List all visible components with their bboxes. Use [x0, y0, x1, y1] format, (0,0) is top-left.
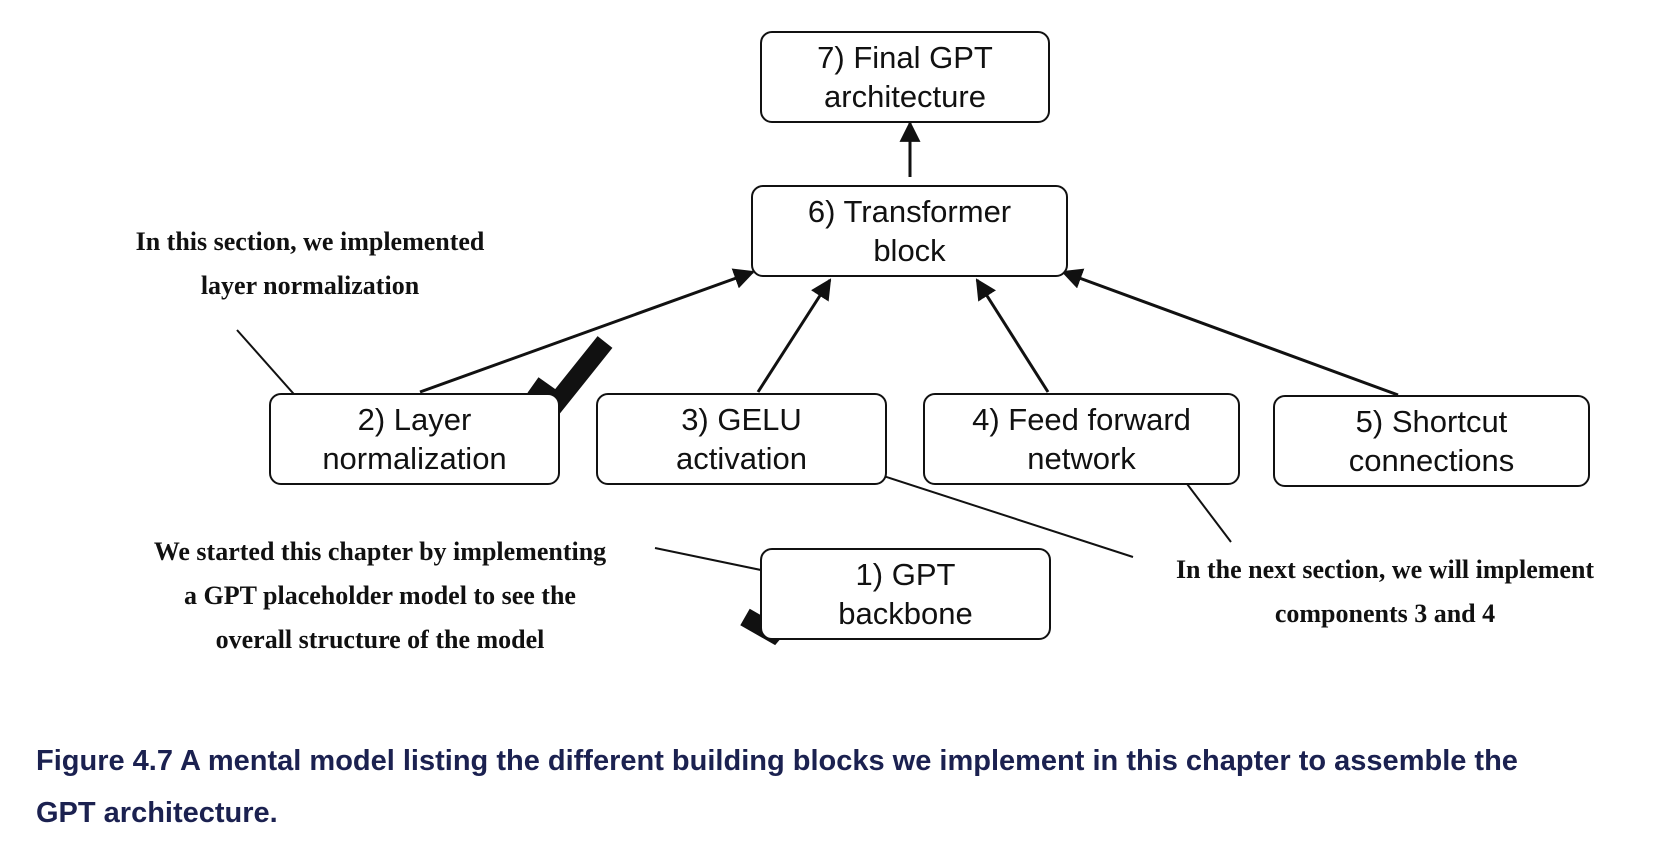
node-transformer-block-label: 6) Transformer block	[807, 194, 1012, 268]
arrow-shortcut-to-transformer	[1061, 268, 1399, 397]
node-layer-normalization-label: 2) Layer normalization	[322, 402, 507, 476]
node-gpt-backbone-label: 1) GPT backbone	[838, 557, 973, 631]
node-layer-normalization: 2) Layer normalization	[269, 393, 560, 485]
note-placeholder-model: We started this chapter by implementing …	[153, 537, 607, 654]
pointer-next-to-gelu	[863, 467, 1134, 558]
note-layer-normalization: In this section, we implemented layer no…	[135, 227, 485, 300]
node-feed-forward-network: 4) Feed forward network	[923, 393, 1240, 485]
node-transformer-block: 6) Transformer block	[751, 185, 1068, 277]
node-feed-forward-network-label: 4) Feed forward network	[972, 402, 1191, 476]
node-gpt-backbone: 1) GPT backbone	[760, 548, 1051, 640]
node-final-gpt-architecture: 7) Final GPT architecture	[760, 31, 1050, 123]
arrow-gelu-to-transformer	[756, 278, 832, 393]
arrow-feedforward-to-transformer	[975, 278, 1050, 393]
node-gelu-activation: 3) GELU activation	[596, 393, 887, 485]
node-final-gpt-architecture-label: 7) Final GPT architecture	[817, 40, 993, 114]
figure-caption: Figure 4.7 A mental model listing the di…	[36, 745, 1518, 829]
arrow-layernorm-to-transformer	[419, 268, 755, 394]
note-next-section: In the next section, we will implement c…	[1175, 555, 1595, 628]
node-gelu-activation-label: 3) GELU activation	[676, 402, 807, 476]
node-shortcut-connections-label: 5) Shortcut connections	[1348, 404, 1515, 478]
node-shortcut-connections: 5) Shortcut connections	[1273, 395, 1590, 487]
